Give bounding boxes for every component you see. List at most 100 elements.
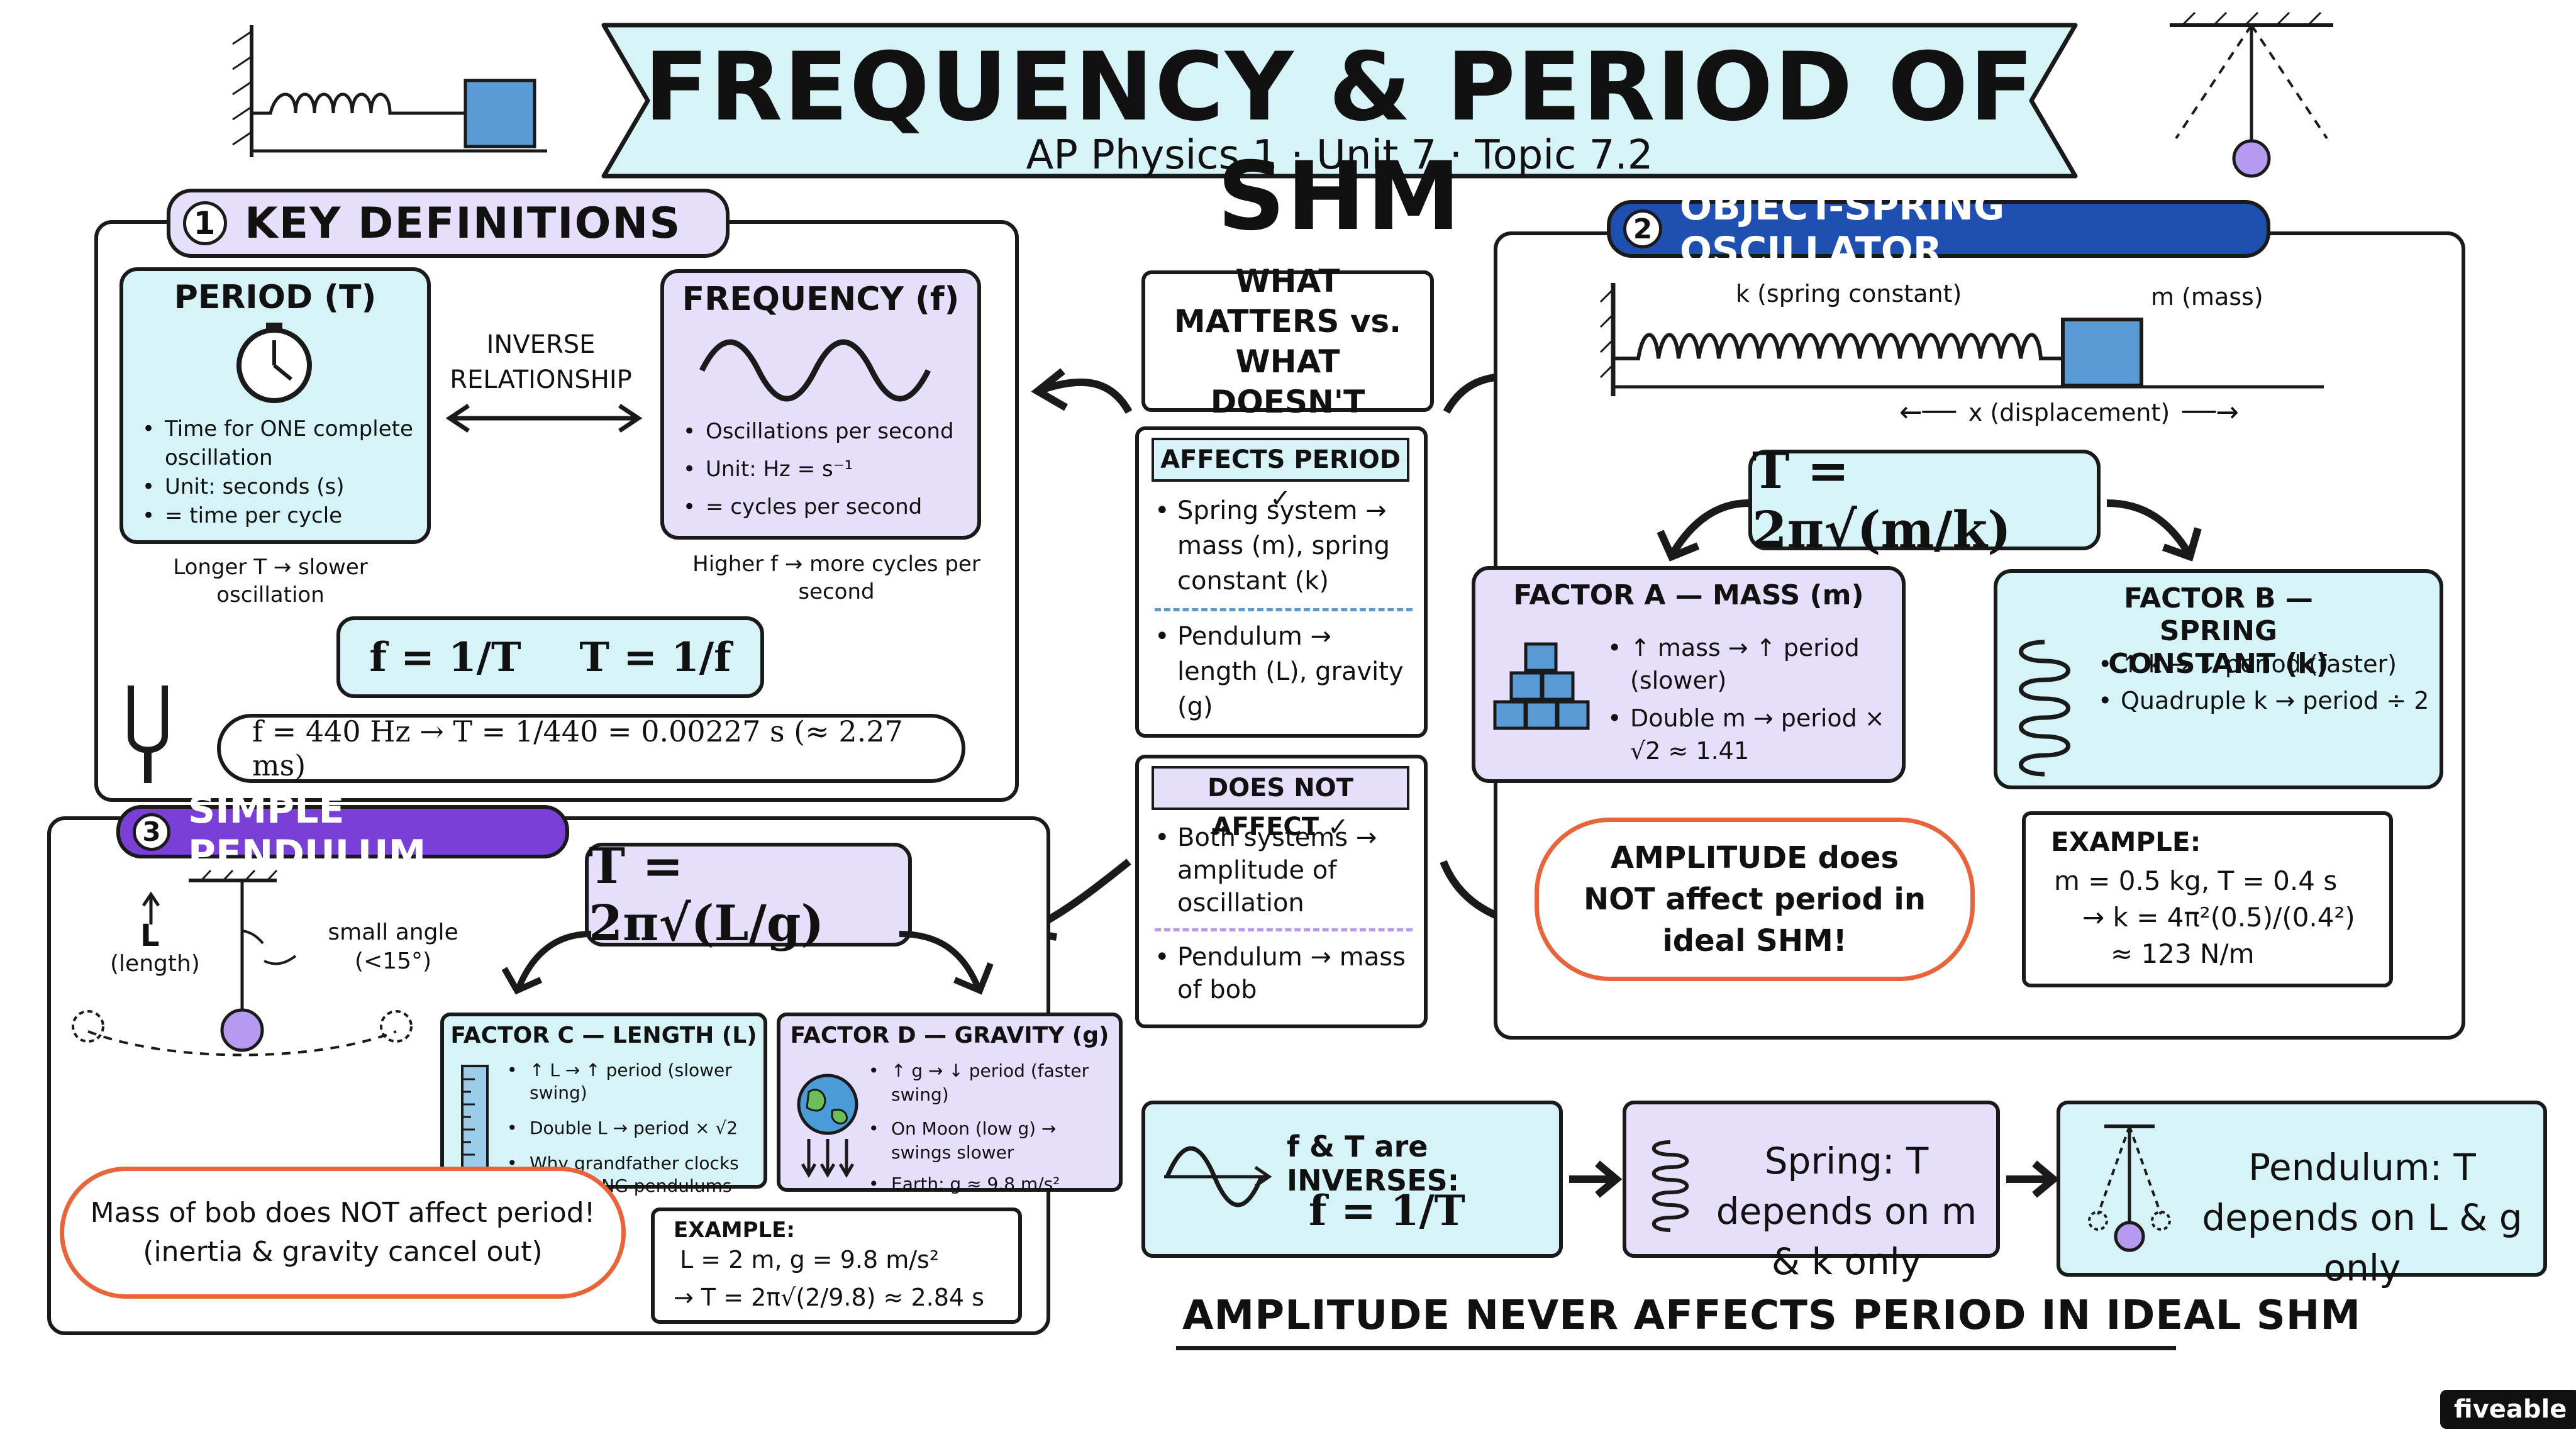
does-not-affect-label: DOES NOT AFFECT ✓	[1152, 766, 1409, 841]
pendulum-example-box: EXAMPLE: L = 2 m, g = 9.8 m/s² → T = 2π√…	[651, 1208, 1022, 1324]
summary-inverses-text: f & T are INVERSES:	[1287, 1130, 1460, 1197]
example-440hz-text: f = 440 Hz → T = 1/440 = 0.00227 s (≈ 2.…	[252, 714, 903, 782]
spring-example-line1: m = 0.5 kg, T = 0.4 s	[2054, 865, 2338, 896]
period-title: PERIOD (T)	[174, 279, 377, 316]
factor-c-bullets: ↑ L → ↑ period (slower swing) Double L →…	[507, 1059, 758, 1197]
arrow-right-summary-1-icon	[1569, 1160, 1623, 1198]
frequency-note: Higher f → more cycles per second	[692, 552, 980, 604]
factor-a-mass-card: FACTOR A — MASS (m) ↑ mass → ↑ period (s…	[1472, 566, 1906, 783]
arrow-to-factor-a-icon	[1657, 499, 1749, 562]
inverse-relationship-label: INVERSE RELATIONSHIP	[450, 330, 632, 394]
factor-a-bullets: ↑ mass → ↑ period (slower) Double m → pe…	[1607, 631, 1897, 767]
pendulum-l-label: L	[140, 918, 160, 953]
double-arrow-icon	[445, 404, 643, 433]
section2-header: 2 OBJECT-SPRING OSCILLATOR	[1607, 185, 2270, 273]
list-item: ↑ k → ↓ period (faster)	[2098, 648, 2431, 680]
spring-system-diagram	[1599, 283, 2324, 396]
section1-header: 1 KEY DEFINITIONS	[167, 189, 730, 258]
page-title: FREQUENCY & PERIOD OF SHM	[644, 33, 2035, 252]
factor-d-title: FACTOR D — GRAVITY (g)	[790, 1023, 1109, 1048]
list-item: Unit: Hz = s⁻¹	[683, 450, 972, 488]
section1-number: 1	[183, 201, 227, 245]
tuning-fork-example: f = 440 Hz → T = 1/440 = 0.00227 s (≈ 2.…	[217, 714, 965, 783]
footer-takeaway: AMPLITUDE NEVER AFFECTS PERIOD IN IDEAL …	[1182, 1292, 2362, 1339]
period-bullets: Time for ONE complete oscillation Unit: …	[142, 414, 419, 530]
divider	[1155, 608, 1413, 611]
arrow-to-factor-d-icon	[899, 931, 994, 995]
stacked-blocks-icon	[1493, 642, 1590, 730]
spring-period-formula: T = 2π√(m/k)	[1752, 441, 2011, 559]
section3-header: 3 SIMPLE PENDULUM	[116, 788, 569, 876]
list-item: Double m → period × √2 ≈ 1.41	[1607, 702, 1897, 767]
list-item: ↑ L → ↑ period (slower swing)	[507, 1059, 758, 1104]
factor-c-title: FACTOR C — LENGTH (L)	[450, 1023, 757, 1048]
affects-pendulum-item: Pendulum → length (L), gravity (g)	[1155, 619, 1419, 724]
section3-title: SIMPLE PENDULUM	[188, 787, 426, 876]
formula-f-equals-1-over-t: f = 1/T	[369, 633, 521, 681]
arrow-to-factor-b-icon	[2106, 499, 2202, 562]
inverse-formula-box: f = 1/T T = 1/f	[336, 616, 764, 698]
affects-period-label: AFFECTS PERIOD ✓	[1152, 438, 1409, 513]
small-angle-label: small angle (<15°)	[328, 919, 458, 974]
pendulum-icon	[2088, 1124, 2171, 1252]
coil-spring-icon	[2019, 640, 2070, 777]
mass-of-bob-cloud: Mass of bob does NOT affect period! (ine…	[60, 1167, 626, 1299]
pendulum-illustration	[2170, 11, 2333, 178]
summary-spring-box: Spring: T depends on m & k only	[1623, 1101, 2000, 1283]
does-not-affect-box: DOES NOT AFFECT ✓ Both systems → amplitu…	[1135, 755, 1428, 1028]
sine-wave-arrow-icon	[1164, 1146, 1272, 1208]
period-card: PERIOD (T) Time for ONE complete oscilla…	[119, 267, 431, 544]
not-affect-mass-item: Pendulum → mass of bob	[1155, 941, 1419, 1006]
arrow-to-factor-c-icon	[501, 931, 592, 995]
section2-title: OBJECT-SPRING OSCILLATOR	[1680, 185, 2005, 273]
affects-list-2: Pendulum → length (L), gravity (g)	[1155, 619, 1419, 724]
fiveable-logo: fiveable	[2440, 1390, 2576, 1429]
not-affect-list-2: Pendulum → mass of bob	[1155, 941, 1419, 1006]
what-matters-title: WHAT MATTERS vs. WHAT DOESN'T	[1174, 262, 1402, 420]
spring-example-line2: → k = 4π²(0.5)/(0.4²)	[2082, 902, 2355, 933]
affects-list: Spring system → mass (m), spring constan…	[1155, 493, 1419, 599]
not-affect-list: Both systems → amplitude of oscillation	[1155, 821, 1419, 919]
arrow-left-small-icon: ←──	[1899, 396, 1956, 428]
spring-example-title: EXAMPLE:	[2051, 826, 2201, 857]
summary-pendulum-box: Pendulum: T depends on L & g only	[2057, 1101, 2547, 1289]
formula-t-equals-1-over-f: T = 1/f	[579, 633, 731, 681]
section3-number: 3	[133, 813, 170, 851]
section2-number: 2	[1623, 209, 1662, 248]
affects-period-box: AFFECTS PERIOD ✓ Spring system → mass (m…	[1135, 426, 1428, 738]
list-item: ↑ g → ↓ period (faster swing)	[869, 1059, 1117, 1107]
arrow-left-icon	[1031, 368, 1133, 414]
list-item: Unit: seconds (s)	[142, 472, 419, 501]
what-matters-title-box: WHAT MATTERS vs. WHAT DOESN'T	[1141, 263, 1434, 420]
summary-spring-text: Spring: T depends on m & k only	[1716, 1140, 1977, 1283]
frequency-bullets: Oscillations per second Unit: Hz = s⁻¹ =…	[683, 413, 972, 526]
period-note: Longer T → slower oscillation	[173, 555, 368, 608]
pendulum-length-label: (length)	[110, 951, 200, 977]
divider	[1155, 928, 1413, 931]
amplitude-note-text: AMPLITUDE does NOT affect period in idea…	[1583, 840, 1926, 958]
pendulum-period-formula-box: T = 2π√(L/g)	[585, 838, 912, 952]
spring-example-box: EXAMPLE: m = 0.5 kg, T = 0.4 s → k = 4π²…	[2022, 811, 2393, 987]
m-mass-label: m (mass)	[2151, 283, 2263, 311]
displacement-label-row: ←── x (displacement) ──→	[1899, 396, 2239, 428]
x-displacement-label: x (displacement)	[1968, 398, 2170, 426]
list-item: = time per cycle	[142, 501, 419, 530]
summary-inverses-formula: f = 1/T	[1309, 1186, 1465, 1235]
pendulum-period-formula: T = 2π√(L/g)	[589, 837, 824, 952]
clock-icon	[236, 323, 312, 403]
coil-spring-icon	[1652, 1140, 1689, 1232]
arrow-right-summary-2-icon	[2006, 1160, 2060, 1198]
list-item: Double L → period × √2	[507, 1117, 758, 1140]
list-item: Quadruple k → period ÷ 2	[2098, 685, 2431, 716]
arrow-right-small-icon: ──→	[2182, 396, 2240, 428]
pendulum-diagram	[72, 869, 413, 1057]
factor-a-title: FACTOR A — MASS (m)	[1513, 579, 1864, 611]
not-affect-amplitude-item: Both systems → amplitude of oscillation	[1155, 821, 1419, 919]
summary-pendulum-text: Pendulum: T depends on L & g only	[2202, 1146, 2523, 1289]
frequency-title: FREQUENCY (f)	[682, 280, 960, 318]
banner-ribbon-shape	[601, 23, 2078, 179]
header-banner: FREQUENCY & PERIOD OF SHM AP Physics 1 ·…	[591, 19, 2088, 252]
footer-underline	[1176, 1346, 2176, 1350]
list-item: = cycles per second	[683, 488, 972, 526]
amplitude-note-cloud: AMPLITUDE does NOT affect period in idea…	[1535, 818, 1975, 981]
